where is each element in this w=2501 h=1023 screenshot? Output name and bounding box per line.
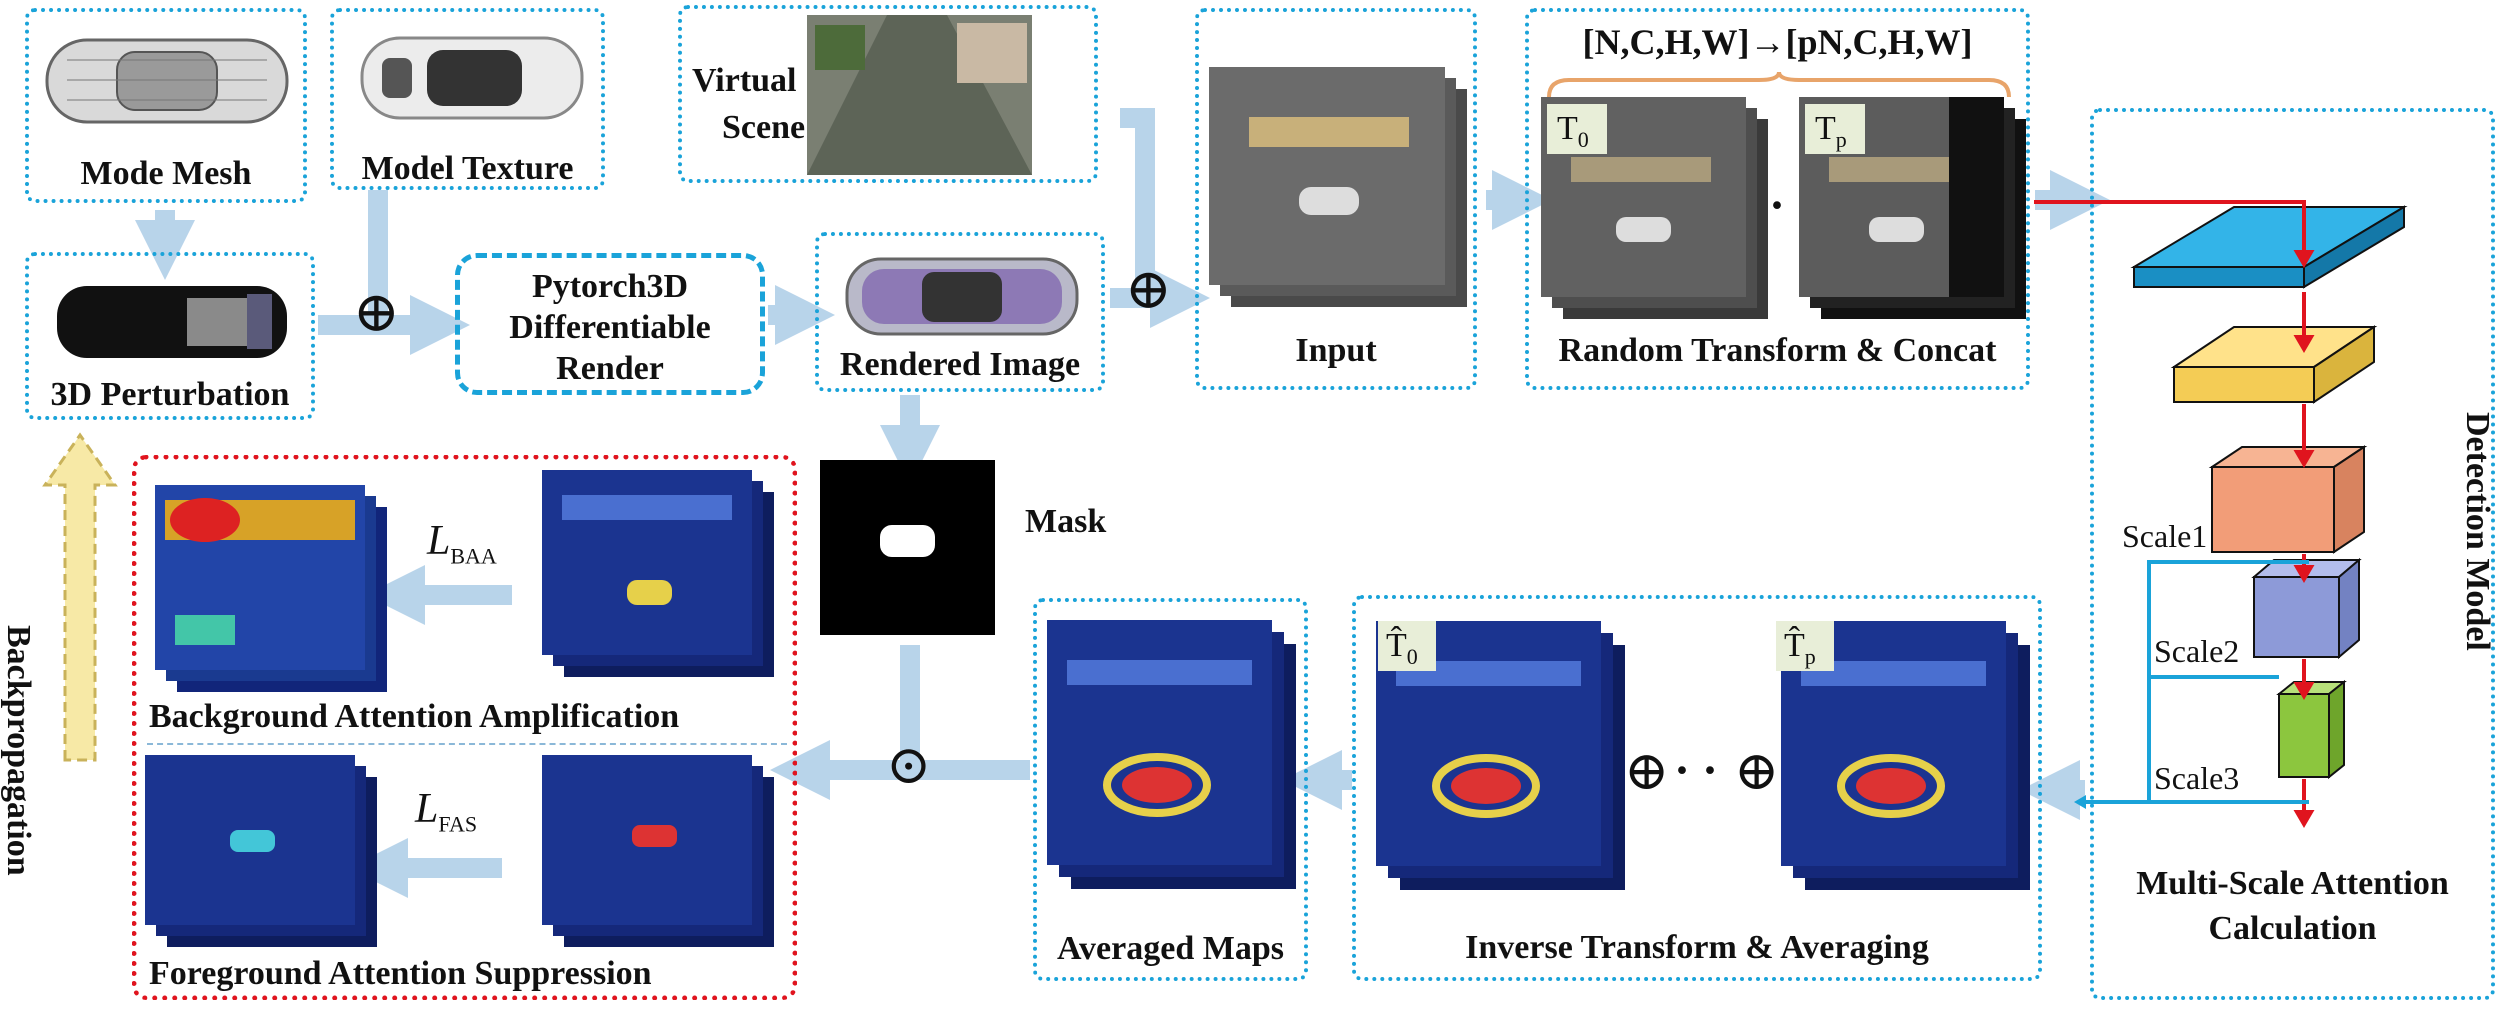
scale3-label: Scale3 — [2154, 760, 2240, 796]
model-texture-box: Model Texture — [330, 8, 605, 190]
backprop-arrow — [42, 432, 118, 762]
that0-tag-label: T̂0 — [1386, 627, 1418, 669]
attention-loss-box: LBAA Background Attention Amplification … — [132, 455, 797, 1000]
car-mesh-image — [45, 38, 289, 124]
shape-formula: [N,C,H,W]→[pN,C,H,W] — [1582, 22, 1973, 62]
oplus-inverse-2: ⊕ — [1734, 741, 1780, 801]
input-box: Input — [1195, 8, 1477, 390]
baa-input-heatmap — [542, 470, 774, 677]
input-label: Input — [1295, 332, 1377, 369]
averaged-maps-label: Averaged Maps — [1057, 930, 1284, 967]
scale1-label: Scale1 — [2122, 518, 2208, 554]
mode-mesh-label: Mode Mesh — [80, 155, 252, 192]
renderer-label-1: Pytorch3D — [531, 268, 689, 305]
rendered-image-box: Rendered Image — [815, 232, 1105, 392]
renderer-label-3: Render — [556, 350, 664, 387]
inverse-transform-box: T̂0 ⊕ · · ⊕ T̂p Inverse Transform & Aver… — [1352, 595, 2042, 981]
tp-tag-label: Tp — [1815, 110, 1847, 152]
virtual-scene-label-1: Virtual — [692, 62, 797, 99]
msa-label-2: Calculation — [2208, 910, 2377, 947]
car-texture-image — [360, 36, 584, 120]
t0-tag-label: T0 — [1557, 110, 1589, 152]
inverse-stack-t0 — [1376, 621, 1625, 890]
virtual-scene-image — [807, 15, 1032, 175]
odot-operator: ⊙ — [886, 735, 932, 795]
perturbation-box: 3D Perturbation — [25, 252, 315, 420]
rendered-image-label: Rendered Image — [839, 346, 1081, 383]
oplus-texture: ⊕ — [353, 282, 400, 344]
loss-baa: LBAA — [427, 518, 497, 569]
oplus-scene: ⊕ — [1125, 259, 1172, 321]
thatp-tag — [1776, 621, 1834, 671]
detection-model-box: Scale1 Scale2 Scale3 Detection Model Mul… — [2034, 108, 2496, 1000]
inverse-stack-tp — [1781, 621, 2030, 890]
thatp-tag-label: T̂p — [1784, 627, 1816, 669]
input-image-stack — [1209, 67, 1467, 307]
msa-label-1: Multi-Scale Attention — [2136, 865, 2449, 902]
fas-input-heatmap — [542, 755, 774, 947]
rendered-car-image — [845, 257, 1079, 336]
oplus-inverse-1: ⊕ — [1624, 741, 1670, 801]
virtual-scene-box: Virtual Scene — [678, 5, 1098, 183]
renderer-box: Pytorch3D Differentiable Render — [455, 253, 765, 395]
random-transform-label: Random Transform & Concat — [1558, 332, 1997, 369]
inverse-dots: · · — [1674, 744, 1719, 797]
virtual-scene-label-2: Scene — [722, 109, 806, 146]
scale2-label: Scale2 — [2154, 633, 2240, 669]
perturbed-car-image — [57, 286, 287, 358]
averaged-maps-box: Averaged Maps — [1033, 598, 1308, 981]
random-transform-box: [N,C,H,W]→[pN,C,H,W] T0 · · Tp Random Tr… — [1525, 8, 2030, 390]
baa-label: Background Attention Amplification — [149, 698, 680, 735]
model-texture-label: Model Texture — [361, 150, 574, 187]
fas-heatmap — [145, 755, 377, 947]
backprop-label: Backpropagation — [0, 625, 37, 876]
t0-tag — [1547, 104, 1607, 154]
loss-fas: LFAS — [415, 786, 478, 837]
mask-image — [820, 460, 995, 635]
detection-model-label: Detection Model — [2459, 412, 2496, 651]
fas-label: Foreground Attention Suppression — [149, 955, 652, 992]
mode-mesh-box: Mode Mesh — [25, 8, 307, 203]
tp-tag — [1805, 104, 1865, 154]
inverse-transform-label: Inverse Transform & Averaging — [1465, 929, 1929, 966]
attack-divider — [147, 743, 787, 745]
perturbation-label: 3D Perturbation — [50, 376, 290, 413]
transform-brace — [1547, 71, 2011, 98]
baa-heatmap — [155, 485, 387, 692]
that0-tag — [1378, 621, 1436, 671]
averaged-heatmap-stack — [1047, 620, 1296, 889]
mask-label: Mask — [1025, 503, 1107, 540]
detection-layers — [2034, 200, 2408, 828]
renderer-label-2: Differentiable — [509, 309, 711, 346]
